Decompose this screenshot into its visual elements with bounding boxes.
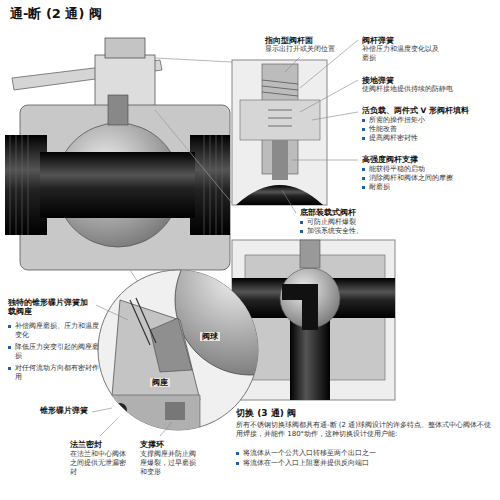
bullet-item: 将流体在一个入口上阻塞并提供反向端口 bbox=[236, 459, 499, 468]
callout-heading: 指向型阀杆面 bbox=[265, 36, 357, 45]
callout-text: 在法兰和中心阀体之间提供无泄漏密封 bbox=[70, 450, 126, 476]
callout-heading: 高强度阀杆支撑 bbox=[362, 155, 492, 164]
bullet-item: 可防止阀杆爆裂 bbox=[300, 218, 407, 227]
callout-text: 显示出打开或关闭位置 bbox=[265, 45, 357, 54]
bullet-item: 提高阀杆密封性 bbox=[362, 134, 499, 143]
section-heading: 切换 (3 通) 阀 bbox=[236, 408, 436, 419]
bullet-item: 所需的操作扭矩小 bbox=[362, 116, 499, 125]
callout-heading: 法兰密封 bbox=[70, 440, 126, 449]
bullet-item: 将流体从一个公共入口转移至两个出口之一 bbox=[236, 449, 499, 458]
part-label: 阀球 bbox=[200, 332, 220, 341]
callout-heading: 锥形碟片弹簧 bbox=[40, 406, 92, 415]
callout-text: 支撑阀座并防止阀座爆裂，过早磨损和变形 bbox=[140, 450, 200, 476]
bullet-item: 消除阀杆和阀体之间的摩擦 bbox=[362, 174, 499, 183]
callout-heading: 接地弹簧 bbox=[362, 76, 492, 85]
bullet-item: 补偿阀座磨损、压力和温度变化 bbox=[8, 322, 101, 340]
bullet-item: 性能改善 bbox=[362, 125, 499, 134]
callout-heading: 活负载、两件式 V 形阀杆填料 bbox=[362, 106, 492, 115]
callout-heading: 底部装载式阀杆 bbox=[300, 208, 400, 217]
part-label: 阀座 bbox=[150, 378, 170, 387]
callout-heading: 阀杆弹簧 bbox=[362, 36, 492, 45]
bullet-item: 耐磨损 bbox=[362, 183, 499, 192]
callout-heading: 独特的锥形碟片弹簧加载阀座 bbox=[8, 298, 94, 317]
bullet-item: 对任何流动方向都有密封作用 bbox=[8, 364, 101, 382]
callout-heading: 支撑环 bbox=[140, 440, 200, 449]
diagram-title: 通-断 (2 通) 阀 bbox=[10, 6, 102, 22]
callout-text: 使阀杆接地提供持续的防静电 bbox=[362, 85, 492, 94]
bullet-item: 降低压力突变引起的阀座磨损 bbox=[8, 343, 101, 361]
bullet-item: 加强系统安全性。 bbox=[300, 227, 407, 236]
bullet-item: 能获得平稳的启动 bbox=[362, 165, 499, 174]
section-text: 所有不锈钢切换球阀都具有通-断 (2 通)球阀设计的许多特点。整体式中心阀体不使… bbox=[236, 421, 492, 439]
callout-text: 补偿压力和温度变化以及磨损 bbox=[362, 45, 444, 63]
